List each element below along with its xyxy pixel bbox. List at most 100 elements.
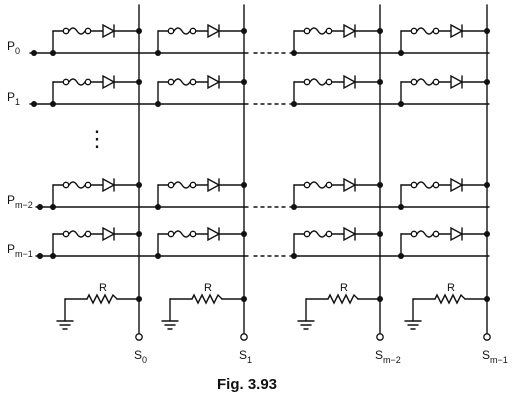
cell-row-node bbox=[291, 101, 297, 107]
column-node bbox=[377, 182, 383, 188]
cell-row-node bbox=[398, 101, 404, 107]
row-input-node bbox=[31, 101, 37, 107]
column-node bbox=[241, 231, 247, 237]
diode-symbol bbox=[102, 23, 116, 39]
fuse-terminal bbox=[303, 181, 311, 189]
diode-symbol bbox=[343, 74, 357, 90]
fuse-terminal bbox=[410, 27, 418, 35]
cell-row-node bbox=[291, 204, 297, 210]
fuse-terminal bbox=[410, 78, 418, 86]
fuse-terminal bbox=[189, 230, 197, 238]
fuse-terminal bbox=[303, 27, 311, 35]
resistor-label: R bbox=[99, 282, 107, 294]
diode-symbol bbox=[450, 74, 464, 90]
fuse-terminal bbox=[325, 27, 333, 35]
column-node bbox=[377, 231, 383, 237]
fuse-terminal bbox=[432, 230, 440, 238]
fuse-terminal bbox=[189, 78, 197, 86]
row-input-node bbox=[37, 204, 43, 210]
column-label-2: Sm−2 bbox=[375, 348, 401, 365]
fuse-link bbox=[173, 78, 191, 86]
diode-symbol bbox=[450, 226, 464, 242]
column-node bbox=[377, 28, 383, 34]
fuse-terminal bbox=[84, 27, 92, 35]
diode-symbol bbox=[207, 177, 221, 193]
row-input-node bbox=[31, 50, 37, 56]
fuse-link bbox=[416, 27, 434, 35]
row-label-2: Pm−2 bbox=[7, 193, 33, 210]
column-terminal bbox=[240, 333, 248, 341]
fuse-terminal bbox=[410, 230, 418, 238]
row-label-1: P1 bbox=[7, 90, 20, 107]
fuse-terminal bbox=[167, 78, 175, 86]
column-node bbox=[241, 28, 247, 34]
cell-row-node bbox=[398, 50, 404, 56]
fuse-terminal bbox=[62, 27, 70, 35]
cell-row-node bbox=[291, 50, 297, 56]
cell-row-node bbox=[50, 101, 56, 107]
column-label-0: S0 bbox=[134, 348, 147, 365]
fuse-link bbox=[68, 181, 86, 189]
resistor-label: R bbox=[340, 282, 348, 294]
fuse-terminal bbox=[167, 181, 175, 189]
cell-row-node bbox=[291, 253, 297, 259]
column-node bbox=[484, 182, 490, 188]
cell-row-node bbox=[155, 101, 161, 107]
fuse-link bbox=[309, 181, 327, 189]
fuse-link bbox=[416, 78, 434, 86]
fuse-link bbox=[309, 78, 327, 86]
fuse-link bbox=[309, 230, 327, 238]
cell-row-node bbox=[155, 253, 161, 259]
cell-row-node bbox=[50, 253, 56, 259]
fuse-terminal bbox=[167, 230, 175, 238]
column-node bbox=[136, 28, 142, 34]
fuse-terminal bbox=[62, 181, 70, 189]
cell-row-node bbox=[398, 253, 404, 259]
fuse-link bbox=[173, 230, 191, 238]
fuse-terminal bbox=[303, 230, 311, 238]
fuse-link bbox=[68, 230, 86, 238]
fuse-terminal bbox=[62, 230, 70, 238]
column-node bbox=[377, 296, 383, 302]
column-node bbox=[136, 231, 142, 237]
diode-symbol bbox=[343, 226, 357, 242]
diode-symbol bbox=[102, 177, 116, 193]
fuse-terminal bbox=[84, 78, 92, 86]
fuse-terminal bbox=[189, 181, 197, 189]
column-node bbox=[484, 296, 490, 302]
fuse-terminal bbox=[84, 181, 92, 189]
cell-row-node bbox=[155, 50, 161, 56]
resistor-symbol bbox=[191, 293, 223, 305]
fuse-terminal bbox=[303, 78, 311, 86]
diode-symbol bbox=[450, 23, 464, 39]
fuse-terminal bbox=[432, 181, 440, 189]
fuse-link bbox=[173, 181, 191, 189]
column-node bbox=[241, 79, 247, 85]
resistor-symbol bbox=[327, 293, 359, 305]
fuse-link bbox=[416, 230, 434, 238]
fuse-terminal bbox=[410, 181, 418, 189]
fuse-link bbox=[68, 27, 86, 35]
diode-symbol bbox=[343, 177, 357, 193]
column-node bbox=[136, 296, 142, 302]
column-terminal bbox=[376, 333, 384, 341]
column-node bbox=[484, 79, 490, 85]
column-label-3: Sm−1 bbox=[482, 348, 508, 365]
fuse-terminal bbox=[167, 27, 175, 35]
resistor-symbol bbox=[86, 293, 118, 305]
column-node bbox=[241, 182, 247, 188]
row-input-node bbox=[37, 253, 43, 259]
column-node bbox=[136, 79, 142, 85]
fuse-link bbox=[309, 27, 327, 35]
resistor-symbol bbox=[434, 293, 466, 305]
column-node bbox=[241, 296, 247, 302]
column-terminal bbox=[135, 333, 143, 341]
diode-symbol bbox=[450, 177, 464, 193]
diode-symbol bbox=[207, 226, 221, 242]
cell-row-node bbox=[398, 204, 404, 210]
column-node bbox=[136, 182, 142, 188]
resistor-label: R bbox=[447, 282, 455, 294]
column-label-1: S1 bbox=[239, 348, 252, 365]
cell-row-node bbox=[50, 204, 56, 210]
row-label-3: Pm−1 bbox=[7, 242, 33, 259]
